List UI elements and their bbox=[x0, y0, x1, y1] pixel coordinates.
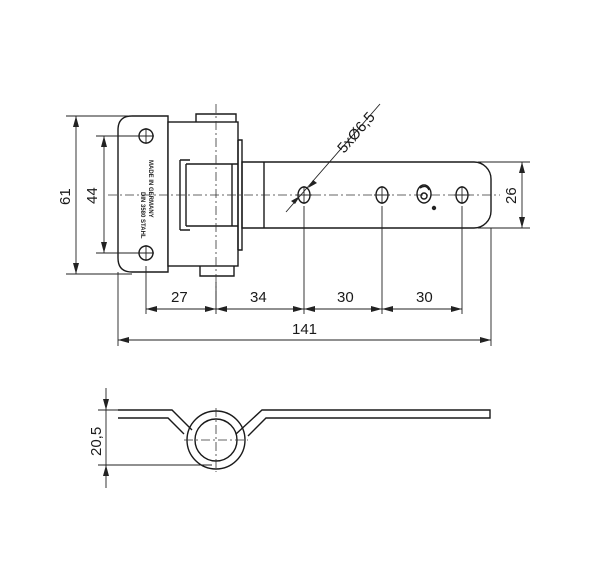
leaf-engraving-1: MADE IN GERMANY bbox=[147, 160, 153, 218]
dim-30-a: 30 bbox=[337, 289, 354, 306]
dim-141: 141 bbox=[292, 321, 317, 338]
knuckle-block bbox=[167, 121, 239, 267]
dim-hole-spec: 5xØ6,5 bbox=[334, 109, 379, 157]
dim-30-b: 30 bbox=[416, 289, 433, 306]
dim-44: 44 bbox=[84, 187, 101, 204]
right-strap-leaf bbox=[241, 161, 492, 229]
side-dimension bbox=[98, 388, 212, 488]
dim-61: 61 bbox=[57, 188, 74, 205]
dim-34: 34 bbox=[250, 289, 267, 306]
side-profile bbox=[118, 409, 491, 437]
manufacturer-logo-icon bbox=[416, 184, 437, 211]
pin-top-cap bbox=[195, 113, 237, 122]
side-view bbox=[118, 408, 491, 472]
dim-27: 27 bbox=[171, 289, 188, 306]
dim-20-5: 20,5 bbox=[88, 427, 105, 456]
left-leaf-plate bbox=[117, 115, 169, 273]
top-view: MADE IN GERMANY DIN 3580 STAHL bbox=[108, 104, 500, 300]
leaf-engraving-2: DIN 3580 STAHL bbox=[139, 192, 145, 239]
pin-bottom-cap bbox=[199, 266, 235, 277]
dimension-lines bbox=[66, 103, 530, 346]
dim-26: 26 bbox=[503, 187, 520, 204]
knuckle-cross bbox=[184, 408, 248, 472]
